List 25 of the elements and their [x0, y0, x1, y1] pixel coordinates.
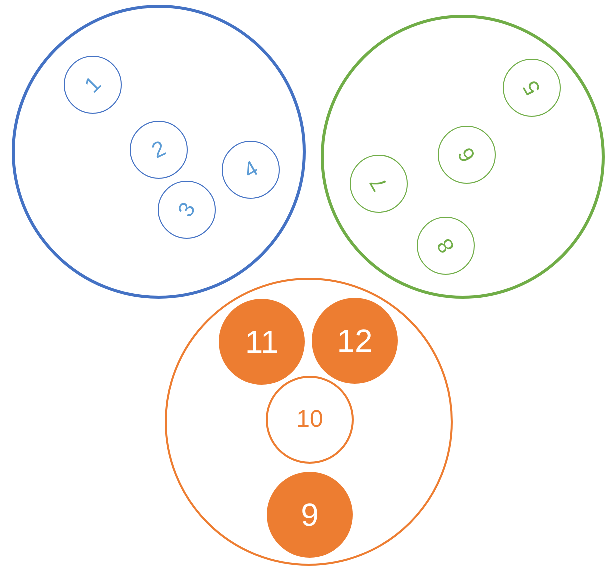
- number-label: 4: [240, 157, 262, 183]
- outlined-circle: [503, 59, 561, 117]
- number-label: 5: [519, 77, 545, 99]
- number-label: 11: [245, 326, 279, 358]
- number-label: 9: [301, 499, 319, 531]
- group-circle: [321, 15, 605, 299]
- outlined-circle: [130, 121, 188, 179]
- outlined-circle: [350, 155, 408, 213]
- outlined-circle: [266, 376, 354, 464]
- number-label: 2: [148, 137, 170, 163]
- number-label: 8: [433, 235, 459, 257]
- filled-circle: [219, 299, 305, 385]
- number-label: 12: [337, 325, 373, 357]
- outlined-circle: [222, 141, 280, 199]
- number-label: 10: [296, 408, 324, 432]
- outlined-circle: [64, 56, 122, 114]
- number-label: 6: [454, 144, 480, 166]
- number-label: 3: [174, 199, 200, 221]
- outlined-circle: [417, 217, 475, 275]
- number-label: 1: [80, 72, 106, 98]
- group-circle: [165, 278, 453, 566]
- outlined-circle: [438, 126, 496, 184]
- group-circle: [12, 5, 306, 299]
- number-label: 7: [366, 173, 392, 195]
- outlined-circle: [158, 181, 216, 239]
